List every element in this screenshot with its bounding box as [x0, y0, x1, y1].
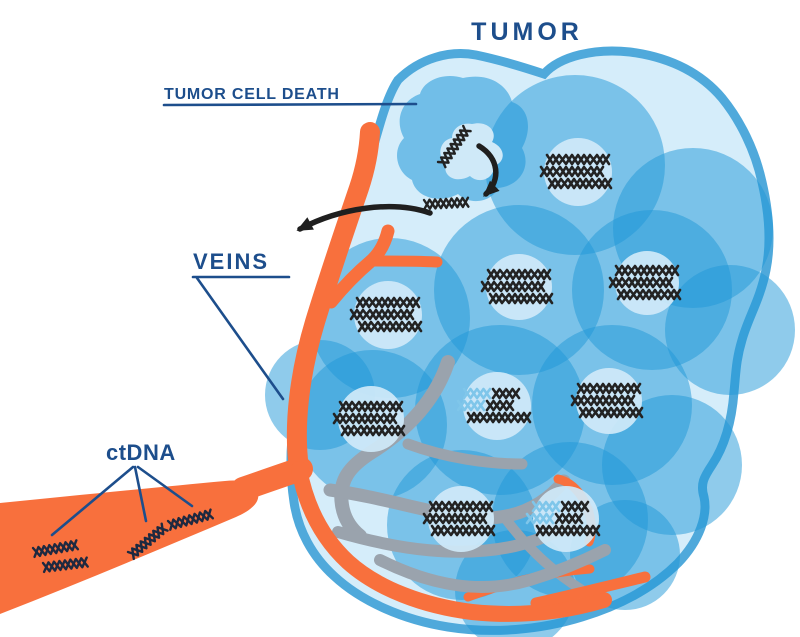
nucleus-circle — [428, 486, 494, 552]
veins-text: VEINS — [193, 249, 269, 274]
pointer-line-ctdna-1 — [50, 465, 135, 537]
gray-vein — [374, 544, 611, 594]
dna-icon — [424, 502, 494, 535]
gray-vein — [334, 355, 455, 543]
dna-icon — [572, 384, 642, 417]
nucleus-circle — [486, 254, 552, 320]
dna-icon — [541, 155, 611, 188]
pointer-line-ctdna-3 — [136, 465, 194, 508]
tumor-cell — [602, 395, 742, 535]
dna-icon — [334, 402, 404, 435]
pointer-line-ctdna-2 — [133, 465, 148, 523]
cell-nucleus — [525, 486, 601, 552]
gray-vein — [500, 513, 587, 595]
vein-bottom-band — [291, 461, 612, 622]
cell-nucleus — [456, 372, 532, 440]
label-ctdna: ctDNA — [50, 440, 194, 537]
cell-death-sequence — [296, 124, 500, 232]
cell-nucleus — [572, 368, 642, 434]
dna-icon — [482, 270, 552, 303]
vein-left-main — [286, 122, 380, 478]
cell-nucleus — [424, 486, 494, 552]
cell-nucleus — [541, 138, 612, 206]
dna-icon — [351, 298, 421, 331]
curved-arrow-icon — [476, 143, 500, 197]
diagram-title: TUMOR — [471, 18, 583, 46]
nucleus-circle — [338, 386, 404, 452]
curved-arrow-icon — [296, 203, 433, 232]
tumor-cell — [665, 265, 795, 395]
tumor-cell-death-text: TUMOR CELL DEATH — [164, 86, 340, 103]
nucleus-circle — [576, 368, 642, 434]
cell-nuclei — [334, 138, 680, 552]
pointer-line-tumor-cell-death — [162, 102, 418, 107]
cell-nucleus — [351, 281, 422, 349]
dna-icon — [610, 266, 680, 299]
label-tumor-cell-death: TUMOR CELL DEATH — [162, 86, 418, 107]
label-veins: VEINS — [191, 249, 291, 401]
cell-nucleus — [482, 254, 552, 320]
nucleus-circle — [544, 138, 612, 206]
pointer-line-veins — [195, 276, 285, 401]
dying-cell-core — [440, 123, 503, 181]
vein-bottom-branch — [530, 571, 651, 609]
vein-branch-arm — [365, 255, 443, 268]
cell-nucleus — [334, 386, 404, 452]
ctdna-text: ctDNA — [106, 440, 176, 465]
nucleus-circle — [354, 281, 422, 349]
gray-vein — [402, 438, 528, 470]
cell-nucleus — [610, 251, 680, 315]
